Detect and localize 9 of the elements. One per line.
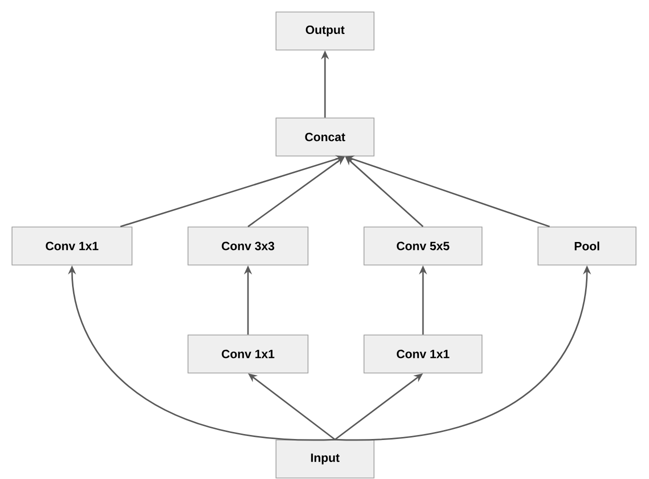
process-box: Conv 1x1 [12, 226, 132, 266]
process-box: Pool [538, 226, 636, 266]
process-box: Conv 3x3 [188, 226, 308, 266]
process-box: Concat [276, 118, 374, 156]
process-box: Conv 1x1 [364, 334, 482, 374]
process-box: Conv 5x5 [364, 226, 482, 266]
process-box: Conv 1x1 [188, 334, 308, 374]
process-box: Output [276, 12, 374, 50]
process-box: Input [276, 440, 374, 478]
